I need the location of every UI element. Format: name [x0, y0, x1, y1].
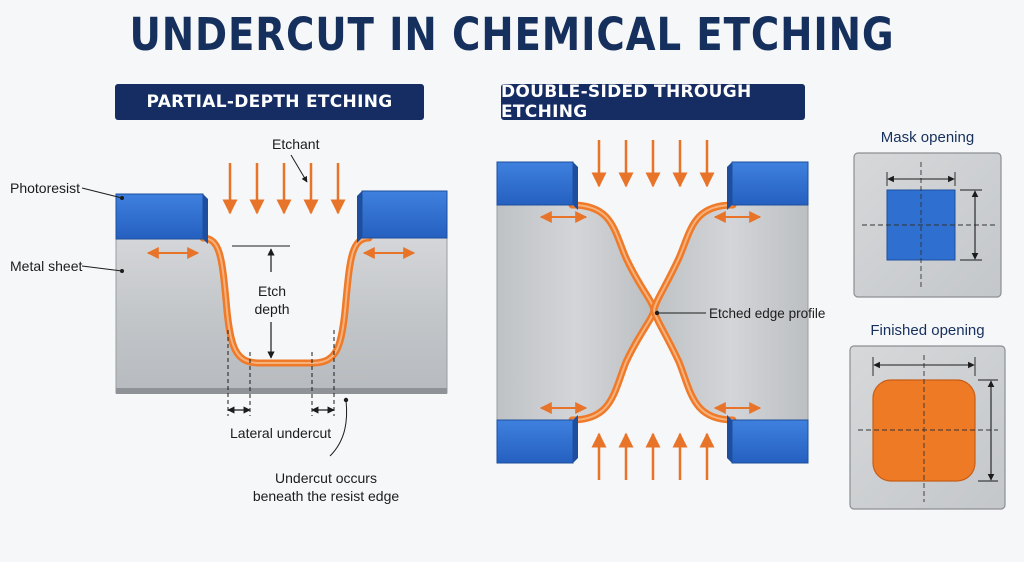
undercut-note-line2: beneath the resist edge	[252, 488, 400, 504]
photoresist-block-right	[357, 190, 448, 243]
etchant-label: Etchant	[272, 136, 320, 152]
metal-sheet-left-half	[496, 204, 655, 421]
mask-opening-title: Mask opening	[880, 129, 975, 146]
photoresist-bottom-right	[727, 415, 809, 464]
photoresist-top-left	[496, 161, 578, 210]
photoresist-leader	[81, 187, 123, 199]
mask-opening-panel	[853, 152, 1002, 298]
etch-depth-label-line2: depth	[254, 301, 290, 317]
undercut-note-leader	[329, 399, 348, 457]
etch-depth-label-line1: Etch	[257, 283, 286, 299]
banner-partial-depth: PARTIAL-DEPTH ETCHING	[115, 84, 424, 120]
finished-opening-title: Finished opening	[870, 322, 985, 339]
metal-sheet-label: Metal sheet	[10, 258, 83, 274]
through-etch-figure	[496, 140, 809, 480]
photoresist-block-left	[115, 193, 208, 244]
lateral-undercut-label: Lateral undercut	[230, 425, 332, 441]
metal-sheet-leader	[81, 265, 123, 272]
finished-opening-panel	[849, 345, 1006, 510]
page-title: UNDERCUT IN CHEMICAL ETCHING	[129, 8, 895, 61]
partial-etch-figure	[81, 154, 448, 457]
banner-double-sided: DOUBLE-SIDED THROUGH ETCHING	[501, 82, 805, 122]
etched-edge-profile-label: Etched edge profile	[709, 306, 826, 321]
photoresist-label: Photoresist	[10, 180, 81, 196]
photoresist-bottom-left	[496, 415, 578, 464]
photoresist-top-right	[727, 161, 809, 210]
etchant-leader	[290, 154, 308, 183]
undercut-note-line1: Undercut occurs	[275, 470, 377, 486]
